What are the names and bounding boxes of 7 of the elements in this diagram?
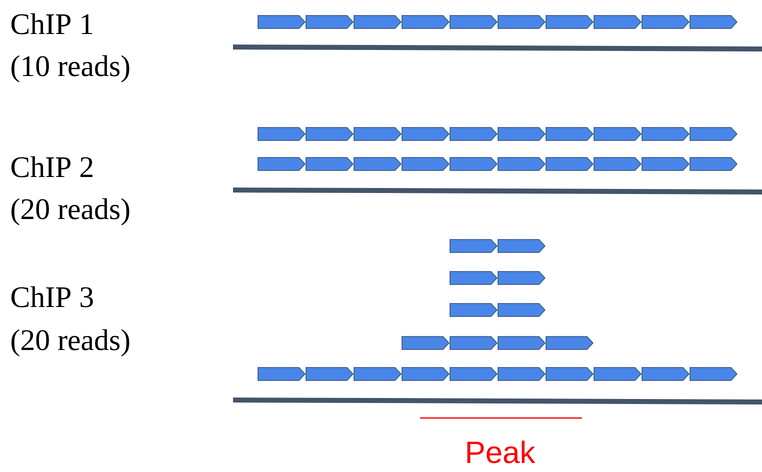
- peak-label: Peak: [467, 440, 536, 464]
- sample-label: (20 reads): [12, 329, 130, 356]
- sample-label: (20 reads): [12, 198, 130, 226]
- sample-label: ChIP 1: [11, 13, 92, 34]
- sample-label: (10 reads): [12, 55, 130, 82]
- sample-label: ChIP 3: [11, 286, 93, 308]
- sample-label: ChIP 2: [11, 156, 92, 178]
